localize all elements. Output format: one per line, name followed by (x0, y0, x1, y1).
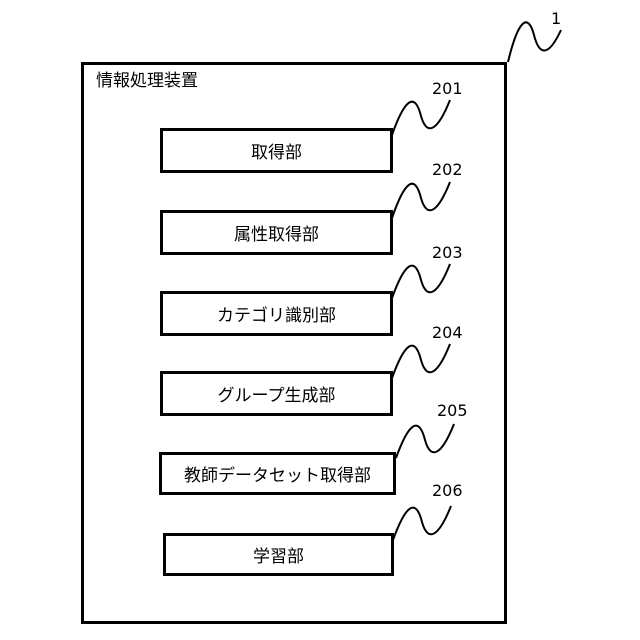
unit-205-ref: 205 (437, 402, 468, 420)
group-generation-unit-label: グループ生成部 (218, 381, 336, 406)
device-leader-line (508, 22, 561, 62)
attribute-acquisition-unit-label: 属性取得部 (234, 220, 319, 245)
attribute-acquisition-unit-box: 属性取得部 (160, 210, 393, 255)
category-identification-unit-box: カテゴリ識別部 (160, 291, 393, 336)
device-ref-number: 1 (551, 10, 561, 28)
learning-unit-box: 学習部 (163, 533, 394, 576)
unit-202-ref: 202 (432, 161, 463, 179)
unit-201-ref: 201 (432, 80, 463, 98)
training-dataset-acquisition-unit-box: 教師データセット取得部 (159, 452, 396, 495)
category-identification-unit-label: カテゴリ識別部 (217, 301, 336, 326)
unit-206-ref: 206 (432, 482, 463, 500)
training-dataset-acquisition-unit-label: 教師データセット取得部 (184, 461, 371, 486)
unit-203-ref: 203 (432, 244, 463, 262)
unit-204-ref: 204 (432, 324, 463, 342)
acquisition-unit-box: 取得部 (160, 128, 393, 173)
group-generation-unit-box: グループ生成部 (160, 371, 393, 416)
device-title: 情報処理装置 (96, 70, 198, 92)
learning-unit-label: 学習部 (253, 542, 304, 567)
acquisition-unit-label: 取得部 (251, 138, 302, 163)
